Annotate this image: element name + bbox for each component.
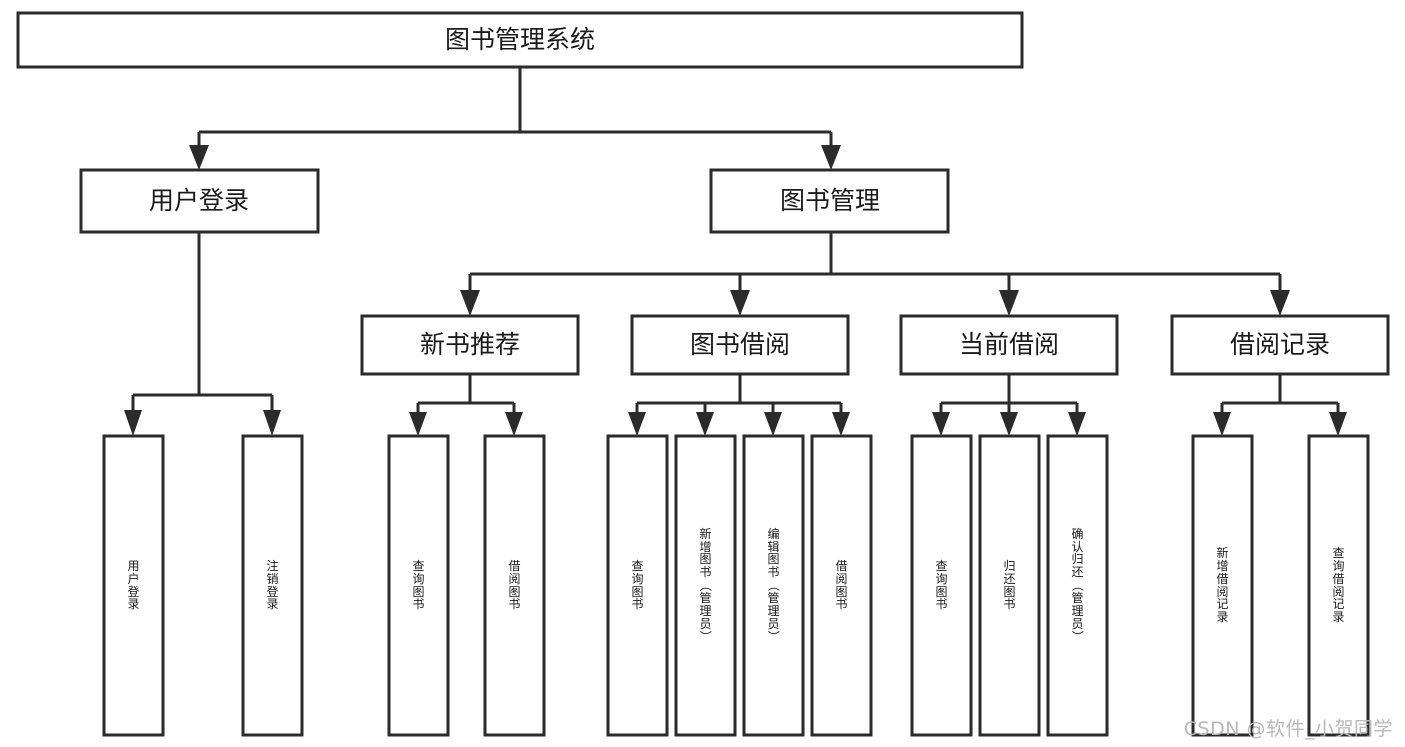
leaf-borrow-record-1[interactable]	[1307, 434, 1370, 737]
node-root-label: 图书管理系统	[445, 25, 595, 54]
connector-group-newbook-to-leaves	[409, 374, 523, 436]
node-book-manage[interactable]	[709, 168, 950, 234]
connector-group-bookborrow-to-leaves	[628, 374, 850, 436]
leaf-current-borrow-0[interactable]	[910, 434, 973, 737]
node-new-book-recommend-label: 新书推荐	[420, 330, 520, 359]
connector-group-userlogin-to-leaves	[124, 232, 281, 436]
connector-group-currentborrow-to-leaves	[932, 374, 1086, 436]
node-current-borrow[interactable]	[899, 314, 1119, 376]
connector-group-bookmanage-to-level3	[460, 232, 1290, 316]
node-root[interactable]	[16, 11, 1024, 69]
leaf-current-borrow-2[interactable]	[1046, 434, 1109, 737]
node-borrow-record-label: 借阅记录	[1230, 330, 1330, 359]
node-current-borrow-label: 当前借阅	[959, 330, 1059, 359]
leaf-book-borrow-3[interactable]	[810, 434, 873, 737]
leaf-book-borrow-2[interactable]	[742, 434, 805, 737]
arrow-to-user-login	[189, 145, 209, 170]
node-user-login[interactable]	[79, 168, 320, 234]
node-book-borrow-label: 图书借阅	[690, 330, 790, 359]
arrow-to-book-manage	[821, 145, 841, 170]
node-borrow-record[interactable]	[1170, 314, 1390, 376]
leaf-user-login-1[interactable]	[241, 434, 304, 737]
leaf-user-login-0[interactable]	[102, 434, 165, 737]
leaf-current-borrow-1[interactable]	[978, 434, 1041, 737]
leaf-new-book-0[interactable]	[387, 434, 450, 737]
node-new-book-recommend[interactable]	[360, 314, 580, 376]
leaf-borrow-record-0[interactable]	[1191, 434, 1254, 737]
node-book-manage-label: 图书管理	[780, 186, 880, 215]
node-book-borrow[interactable]	[630, 314, 850, 376]
connector-group-borrowrecord-to-leaves	[1213, 374, 1347, 436]
watermark-text: CSDN @软件_小贺同学	[1183, 718, 1393, 740]
leaf-book-borrow-0[interactable]	[606, 434, 669, 737]
leaf-book-borrow-1[interactable]	[674, 434, 737, 737]
leaf-new-book-1[interactable]	[483, 434, 546, 737]
node-user-login-label: 用户登录	[149, 186, 249, 215]
connector-group-root-to-level2	[189, 67, 841, 170]
